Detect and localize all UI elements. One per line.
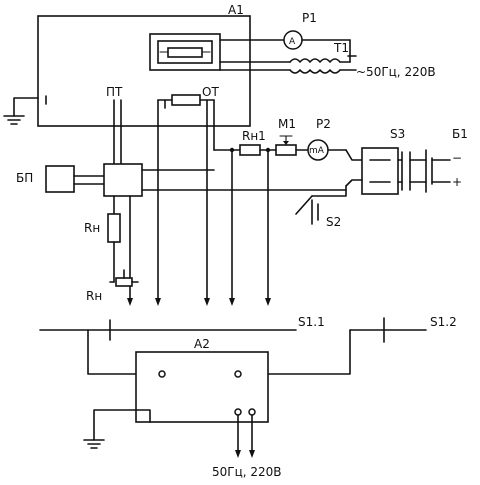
label-minus: − (452, 151, 462, 165)
a1-frame (37, 15, 251, 127)
arrow-4 (265, 298, 271, 306)
block-a2 (135, 351, 269, 458)
a1-ground-wire (13, 97, 39, 117)
label-m1: M1 (278, 117, 296, 131)
ammeter-p1 (219, 30, 351, 57)
label-a2: A2 (194, 337, 210, 351)
label-ot: ОТ (202, 85, 219, 99)
label-s1-2: S1.2 (430, 315, 457, 329)
label-bp: БП (16, 171, 33, 185)
arrow-2 (204, 298, 210, 306)
s3-in-bottom (345, 179, 363, 187)
resistor-rn-lower (115, 277, 133, 287)
label-rn-lower: Rн (86, 289, 102, 303)
label-rn1: Rн1 (242, 129, 266, 143)
label-a1: A1 (228, 3, 244, 17)
s2-blade (295, 195, 313, 215)
label-b1: Б1 (452, 127, 468, 141)
a2-mains-terminal-1 (234, 408, 242, 416)
a1-ground (3, 95, 47, 125)
label-t1: T1 (333, 41, 349, 55)
label-plus: + (452, 175, 462, 189)
t1-coil-upper (289, 58, 341, 63)
s1-2-to-a2 (237, 329, 351, 375)
a2-terminal-right (234, 370, 242, 378)
arrow-1 (155, 298, 161, 306)
bp-assembly (45, 163, 347, 306)
resistor-rn (107, 213, 121, 243)
m1-wiper-tip (283, 141, 289, 145)
a2-frame (135, 351, 269, 423)
a2-ground-wire (93, 409, 151, 441)
switch-s3-battery (345, 147, 451, 195)
label-pt: ПТ (106, 85, 123, 99)
transformer-t1 (219, 55, 357, 74)
resistor-ot-branch (155, 94, 215, 306)
block-a1 (37, 15, 251, 127)
label-mains-bottom: 50Гц, 220В (212, 465, 282, 479)
label-rn: Rн (84, 221, 100, 235)
measuring-chain (213, 135, 347, 306)
ot-resistor (171, 94, 201, 106)
thermocouple-pt (113, 99, 122, 165)
s2-lead-top (311, 185, 347, 197)
a2-mains-terminal-2 (248, 408, 256, 416)
mains-arrow-2 (249, 450, 255, 458)
arrow-3 (229, 298, 235, 306)
s3-frame (361, 147, 399, 195)
label-p2: P2 (316, 117, 331, 131)
arrow-5 (127, 298, 133, 306)
s3-in-top (345, 149, 363, 161)
t1-coil-lower (289, 69, 341, 74)
potentiometer-m1 (275, 144, 297, 156)
mains-arrow-1 (235, 450, 241, 458)
bp-block (45, 165, 75, 193)
label-p1: P1 (302, 11, 317, 25)
label-milliammeter: mA (309, 146, 325, 156)
label-ammeter: A (289, 37, 296, 47)
central-unit (103, 163, 143, 197)
label-s2: S2 (326, 215, 341, 229)
label-s1-1: S1.1 (298, 315, 325, 329)
a1-heater-element (167, 47, 203, 58)
label-mains-top: ~50Гц, 220В (356, 65, 436, 79)
resistor-rn1 (239, 144, 261, 156)
label-s3: S3 (390, 127, 405, 141)
a2-ground (83, 409, 151, 449)
a2-terminal-left (158, 370, 166, 378)
